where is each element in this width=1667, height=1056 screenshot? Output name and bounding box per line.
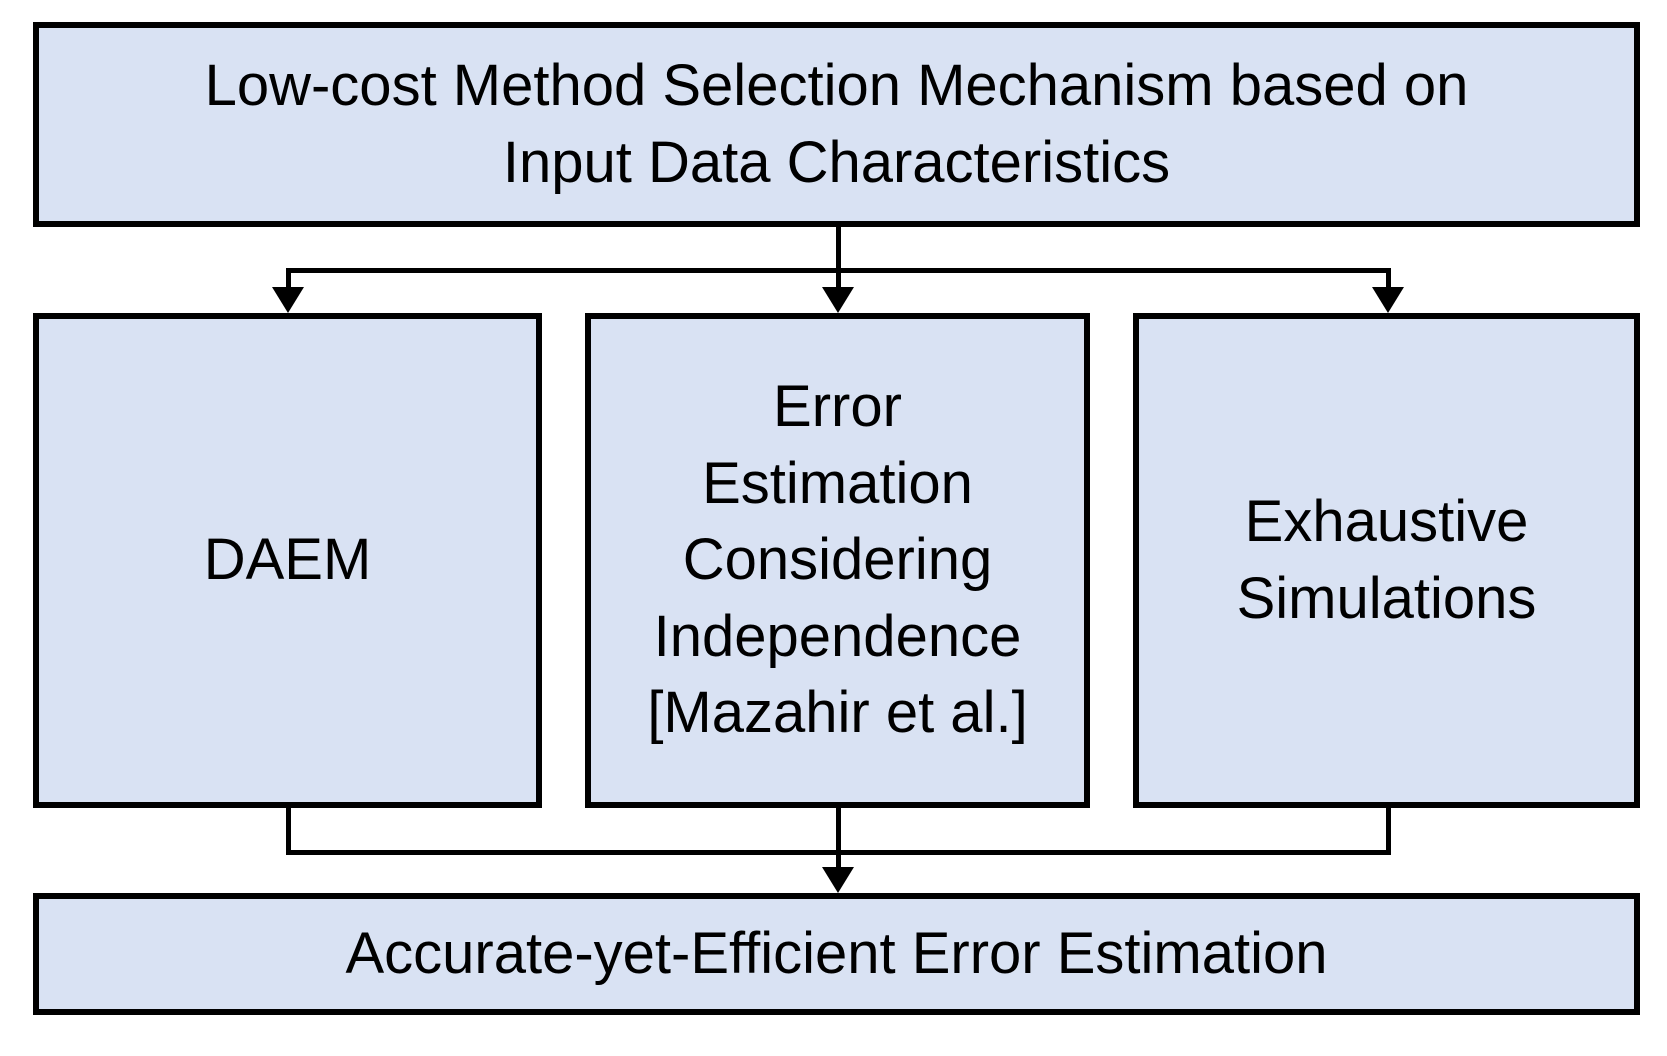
node-error-estimation-independence: Error Estimation Considering Independenc… xyxy=(585,313,1090,808)
connector-bottom-left-vertical xyxy=(286,807,291,855)
node-daem-label: DAEM xyxy=(203,527,372,593)
arrow-down-icon xyxy=(822,867,854,893)
node-exhaustive-simulations-label: Exhaustive Simulations xyxy=(1236,488,1537,631)
connector-top-right-vertical xyxy=(1386,268,1391,292)
connector-bottom-horizontal xyxy=(286,850,1391,855)
node-accurate-efficient-estimation-label: Accurate-yet-Efficient Error Estimation xyxy=(345,920,1328,986)
node-error-estimation-independence-label: Error Estimation Considering Independenc… xyxy=(647,374,1028,746)
arrow-down-icon xyxy=(1372,287,1404,313)
arrow-down-icon xyxy=(272,287,304,313)
node-accurate-efficient-estimation: Accurate-yet-Efficient Error Estimation xyxy=(33,893,1640,1015)
node-method-selection-label: Low-cost Method Selection Mechanism base… xyxy=(204,52,1469,195)
node-daem: DAEM xyxy=(33,313,542,808)
node-exhaustive-simulations: Exhaustive Simulations xyxy=(1133,313,1640,808)
node-method-selection: Low-cost Method Selection Mechanism base… xyxy=(33,22,1640,227)
connector-top-horizontal xyxy=(286,268,1391,273)
connector-bottom-right-vertical xyxy=(1386,807,1391,855)
connector-top-center-vertical xyxy=(836,227,841,291)
connector-top-left-vertical xyxy=(286,268,291,292)
connector-bottom-center-vertical xyxy=(836,807,841,869)
arrow-down-icon xyxy=(822,287,854,313)
